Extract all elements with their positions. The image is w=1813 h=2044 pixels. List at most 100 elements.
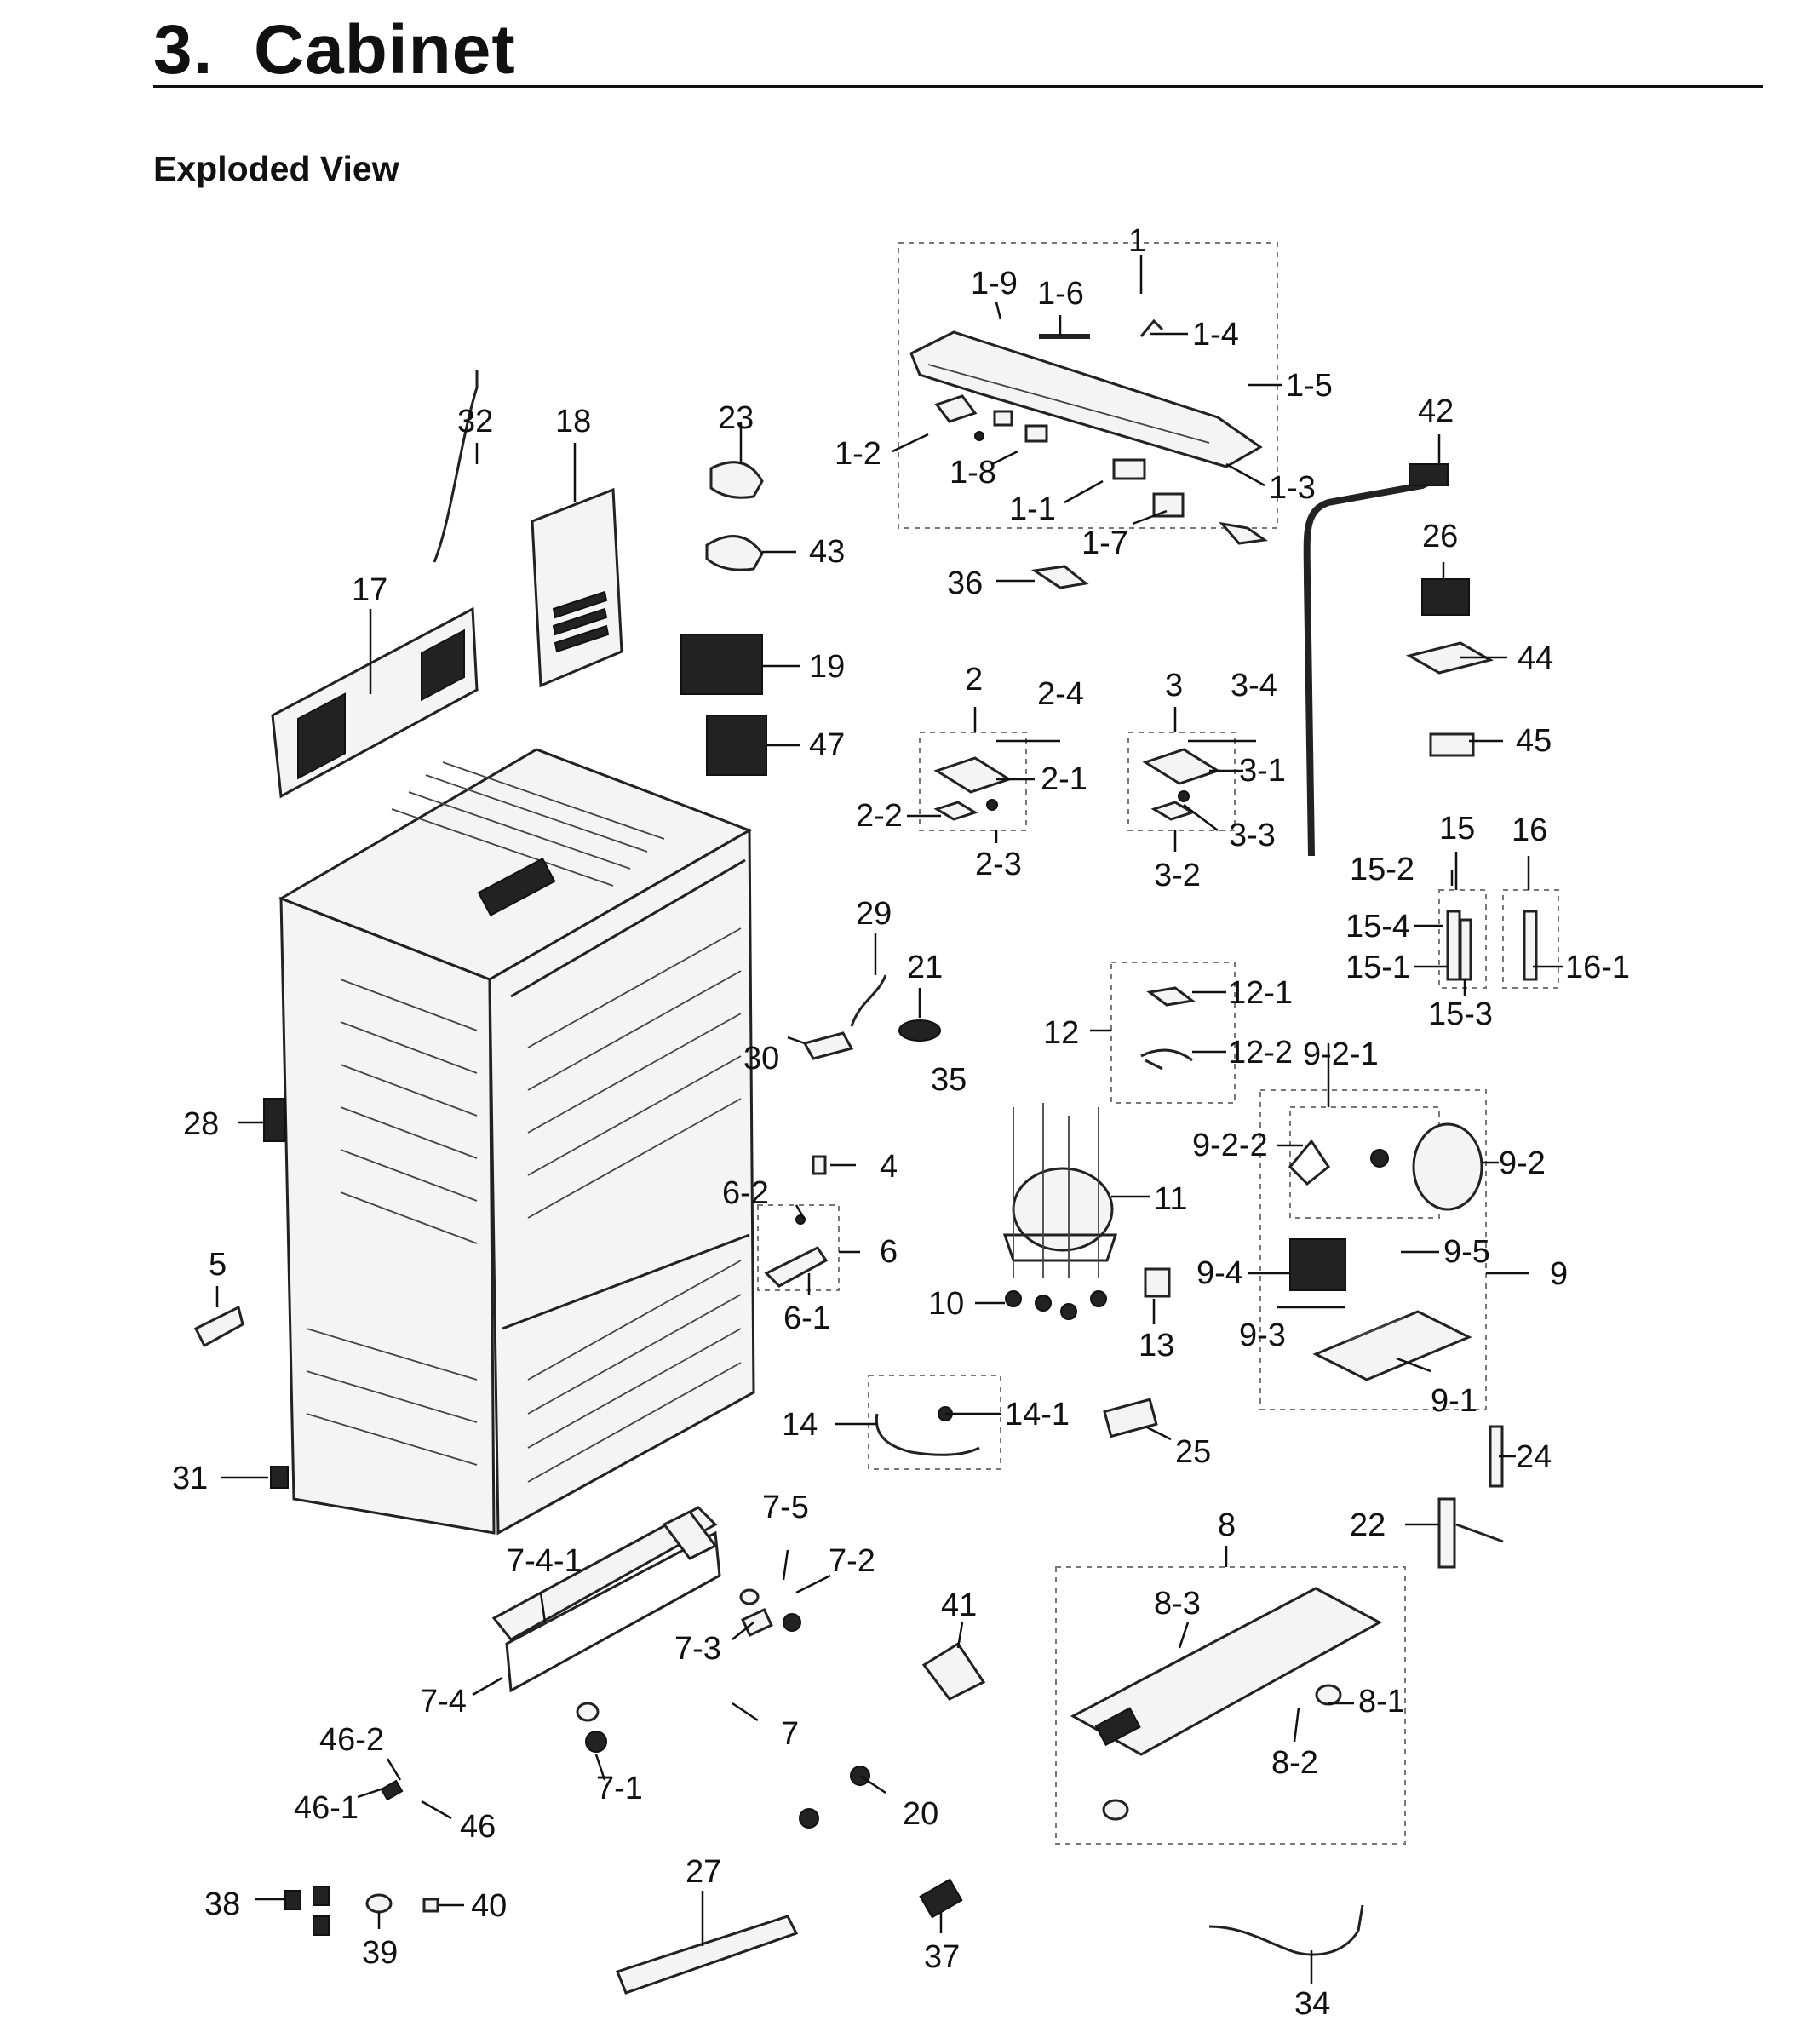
hinge-assembly-2: [919, 732, 1027, 831]
wire-34: [1208, 1904, 1364, 1956]
callout-16-1: 16-1: [1565, 950, 1630, 985]
callout-46-1: 46-1: [294, 1790, 359, 1826]
hinge-assembly-3: [1127, 732, 1236, 831]
callout-26: 26: [1422, 519, 1458, 554]
callout-30: 30: [743, 1041, 779, 1077]
callout-6-2: 6-2: [722, 1175, 769, 1211]
callout-29: 29: [856, 896, 892, 932]
bracket-41: [921, 1641, 986, 1701]
callout-20: 20: [903, 1796, 938, 1832]
callout-45: 45: [1516, 723, 1552, 759]
callout-25: 25: [1175, 1434, 1211, 1470]
callout-2-3: 2-3: [975, 847, 1022, 882]
callout-1-3: 1-3: [1269, 470, 1316, 506]
callout-9: 9: [1550, 1256, 1568, 1292]
callout-35: 35: [931, 1062, 967, 1098]
callout-14: 14: [782, 1407, 818, 1443]
callout-6: 6: [880, 1234, 898, 1270]
sensor-45: [1429, 732, 1475, 757]
callout-1-4: 1-4: [1192, 317, 1239, 353]
callout-7-1: 7-1: [596, 1771, 643, 1806]
callout-39: 39: [362, 1935, 398, 1971]
callout-16: 16: [1512, 812, 1547, 848]
part-40: [422, 1898, 439, 1913]
callout-10: 10: [928, 1286, 964, 1322]
callout-23: 23: [718, 400, 754, 436]
valve-15: [1438, 889, 1487, 989]
callout-9-1: 9-1: [1431, 1383, 1477, 1419]
callout-1-8: 1-8: [950, 455, 996, 491]
callout-labels: 1 1-9 1-6 1-4 1-5 1-2 1-8 1-3 1-1 1-7 32…: [172, 223, 1630, 2022]
callout-7-3: 7-3: [674, 1631, 721, 1667]
callout-42: 42: [1418, 393, 1454, 429]
filter-22: [1437, 1497, 1504, 1569]
hinge-5: [193, 1305, 244, 1348]
part-28: [263, 1098, 286, 1142]
cabinet-body: [278, 748, 755, 1536]
callout-1-7: 1-7: [1081, 525, 1128, 561]
callout-24: 24: [1516, 1439, 1552, 1475]
callout-5: 5: [209, 1247, 227, 1283]
pcb-19: [680, 634, 763, 695]
callout-40: 40: [471, 1888, 507, 1924]
callout-15-4: 15-4: [1345, 909, 1410, 944]
switch-31: [270, 1466, 289, 1489]
callout-3-1: 3-1: [1239, 753, 1286, 789]
tube-connector: [1409, 463, 1449, 486]
callout-1-2: 1-2: [835, 436, 881, 472]
callout-15-1: 15-1: [1345, 950, 1410, 985]
hinge-assembly-6: [757, 1204, 840, 1291]
fan-assembly-9: [1259, 1089, 1487, 1410]
callout-12-2: 12-2: [1228, 1035, 1293, 1071]
pcb-47: [706, 715, 767, 776]
callout-1-6: 1-6: [1037, 276, 1084, 312]
callout-9-5: 9-5: [1443, 1234, 1490, 1270]
sensor-assembly-12: [1110, 962, 1236, 1104]
callout-47: 47: [809, 727, 845, 763]
title-rule: [153, 85, 1763, 88]
callout-19: 19: [809, 649, 845, 685]
callout-3-4: 3-4: [1231, 668, 1277, 703]
callout-44: 44: [1518, 640, 1553, 676]
callout-34: 34: [1294, 1986, 1330, 2022]
callout-3-3: 3-3: [1229, 818, 1276, 853]
callout-7-4-1: 7-4-1: [507, 1543, 582, 1579]
hinge-36: [1030, 565, 1089, 589]
part-39: [365, 1893, 393, 1914]
relay-13: [1144, 1267, 1171, 1298]
trim-27: [616, 1915, 799, 1995]
callout-6-1: 6-1: [783, 1300, 830, 1336]
valve-16: [1502, 889, 1559, 989]
callout-4: 4: [880, 1149, 898, 1185]
callout-12: 12: [1043, 1015, 1079, 1051]
callout-43: 43: [809, 534, 845, 570]
callout-3: 3: [1165, 668, 1183, 703]
callout-1-1: 1-1: [1009, 491, 1056, 527]
callout-2-2: 2-2: [856, 798, 903, 834]
part-25: [1103, 1398, 1158, 1438]
callout-1-9: 1-9: [971, 266, 1018, 301]
plate-44: [1406, 641, 1494, 675]
parts-38: [284, 1886, 330, 1936]
callout-28: 28: [183, 1106, 219, 1142]
callout-1-5: 1-5: [1286, 368, 1333, 404]
callout-9-2: 9-2: [1499, 1145, 1546, 1181]
callout-8-3: 8-3: [1154, 1586, 1201, 1622]
callout-32: 32: [457, 404, 493, 439]
view-title: Exploded View: [153, 149, 399, 188]
frame-assembly-7: [491, 1506, 801, 1753]
wire-29: [850, 974, 887, 1027]
callout-7: 7: [781, 1716, 799, 1752]
valve-37: [919, 1878, 963, 1919]
rear-cover-panel: [531, 487, 623, 688]
callout-9-3: 9-3: [1239, 1318, 1286, 1353]
callout-9-2-1: 9-2-1: [1303, 1036, 1379, 1072]
callout-9-2-2: 9-2-2: [1192, 1128, 1268, 1163]
pcb-26: [1421, 578, 1470, 616]
back-vent-cover: [271, 606, 479, 799]
callout-2-4: 2-4: [1037, 676, 1084, 712]
top-cover-assembly: [898, 242, 1278, 545]
callout-41: 41: [941, 1588, 977, 1623]
bracket-23: [709, 461, 764, 499]
callout-7-4: 7-4: [420, 1684, 467, 1720]
